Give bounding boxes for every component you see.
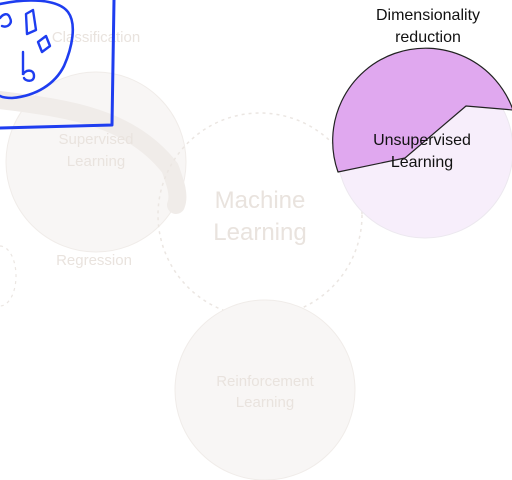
machine-learning-label-line2: Learning <box>213 219 306 246</box>
classification-label: Classification <box>52 29 140 46</box>
machine-learning-circle <box>157 112 363 318</box>
unsupervised-learning-label-line2: Learning <box>391 154 453 171</box>
handwritten-scribble-mark-1 <box>0 13 12 28</box>
reinforcement-learning-label-line1: Reinforcement <box>216 373 314 390</box>
supervised-learning-label-line2: Learning <box>67 153 125 170</box>
reinforcement-learning-circle <box>174 299 356 480</box>
machine-learning-label-line1: Machine <box>215 187 306 214</box>
left-edge-dashed-arc <box>0 245 17 307</box>
regression-label: Regression <box>56 252 132 269</box>
unsupervised-learning-label-line1: Unsupervised <box>373 132 471 149</box>
supervised-learning-circle <box>5 71 187 253</box>
dimensionality-reduction-label-line1: Dimensionality <box>376 7 480 24</box>
handwritten-annotation-frame <box>0 0 116 130</box>
dimensionality-reduction-label-line2: reduction <box>395 29 461 46</box>
handwritten-scribble-mark-3 <box>36 34 52 54</box>
supervised-learning-label-line1: Supervised <box>58 131 133 148</box>
handwritten-scribble-mark-2 <box>24 8 38 36</box>
dimensionality-reduction-wedge <box>332 47 512 173</box>
reinforcement-learning-label-line2: Learning <box>236 394 294 411</box>
handwritten-scribble-mark-4 <box>21 50 36 82</box>
faded-connector-swirl <box>0 91 187 214</box>
handwritten-annotation-blob <box>0 0 75 100</box>
